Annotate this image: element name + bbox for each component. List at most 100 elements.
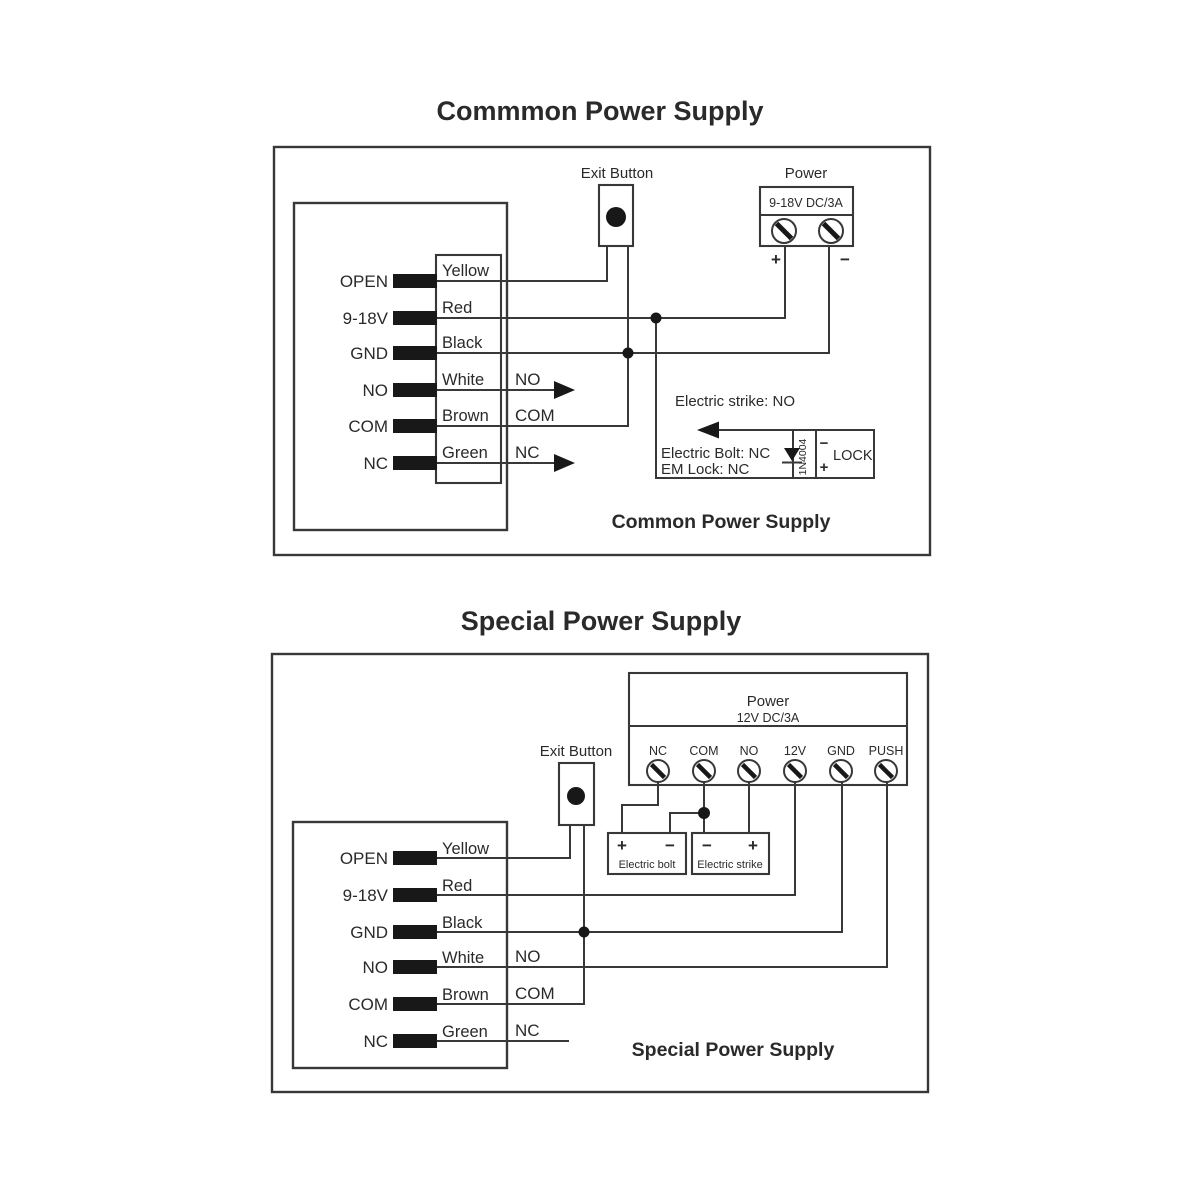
screw-terminal-icon: [818, 218, 844, 244]
electric-strike-label: Electric strike: [697, 859, 762, 871]
electric-bolt-body: [606, 831, 688, 876]
exit-button-label: Exit Button: [540, 743, 613, 760]
terminal-label: OPEN: [340, 272, 388, 291]
exit-button-label: Exit Button: [581, 165, 654, 182]
power-rating: 9-18V DC/3A: [769, 196, 843, 210]
special-power-supply: Power 12V DC/3A: [627, 671, 909, 787]
diode-part-number: 1N4004: [797, 438, 809, 475]
power-body: [627, 671, 909, 787]
wire-color-label: Brown: [442, 986, 489, 1004]
junction-dot: [650, 312, 662, 324]
terminal-pin: [393, 456, 437, 470]
strike-note: Electric strike: NO: [675, 393, 795, 410]
terminal-label: NO: [363, 381, 389, 400]
common-wire-red: [394, 243, 786, 319]
terminal-pin: [393, 383, 437, 397]
wire-color-label: Red: [442, 299, 472, 317]
wire-color-label: Yellow: [442, 262, 489, 280]
power-terminal-label: NC: [649, 744, 667, 758]
power-rating: 12V DC/3A: [737, 711, 800, 725]
relay-no-label: NO: [515, 370, 541, 389]
terminal-label: COM: [348, 995, 388, 1014]
power-label: Power: [747, 693, 790, 710]
terminal-label: NC: [363, 454, 388, 473]
terminal-pin: [393, 851, 437, 865]
power-terminal-label: PUSH: [869, 744, 904, 758]
wire-color-label: Green: [442, 1023, 488, 1041]
junction-dot: [578, 926, 590, 938]
no-arrow-icon: [554, 381, 575, 399]
common-power-supply-diagram: Commmon Power Supply OPEN 9-18V GND NO C…: [272, 96, 932, 557]
special-title: Special Power Supply: [461, 606, 742, 636]
common-controller-box: [292, 201, 509, 532]
wire-color-label: White: [442, 949, 484, 967]
terminal-pin: [393, 997, 437, 1011]
push-button-icon: [606, 207, 626, 227]
junction-dot: [622, 347, 634, 359]
terminal-pin: [393, 419, 437, 433]
terminal-label: 9-18V: [343, 309, 389, 328]
lock-label: LOCK: [833, 448, 873, 464]
power-terminal-label: COM: [689, 744, 718, 758]
common-wire-color-box: [434, 253, 503, 485]
special-controller-box: [291, 820, 509, 1070]
relay-com-label: COM: [515, 984, 555, 1003]
relay-nc-label: NC: [515, 1021, 540, 1040]
special-wire-red-12v: [394, 775, 796, 896]
special-wire-black-gnd: [394, 775, 843, 933]
strike-plus: +: [748, 836, 758, 855]
special-power-supply-diagram: Special Power Supply Power 12V DC/3A NC …: [270, 606, 930, 1094]
screw-terminal-icon: [783, 759, 807, 783]
screw-terminal-icon: [692, 759, 716, 783]
terminal-pin: [393, 888, 437, 902]
power-terminal-label: 12V: [784, 744, 807, 758]
electric-strike-device: − + Electric strike: [690, 831, 771, 876]
common-title: Commmon Power Supply: [436, 96, 763, 126]
common-wire-black: [394, 243, 830, 354]
bolt-minus: −: [665, 836, 675, 855]
bolt-minus-wire: [669, 812, 705, 834]
power-label: Power: [785, 165, 828, 182]
wire-color-label: Yellow: [442, 840, 489, 858]
nc-to-bolt-wire: [621, 775, 659, 834]
nc-arrow-icon: [554, 454, 575, 472]
push-button-icon: [567, 787, 585, 805]
terminal-label: NO: [363, 958, 389, 977]
exit-button: Exit Button: [581, 165, 654, 248]
wire-color-label: Black: [442, 334, 483, 352]
power-terminal-label: GND: [827, 744, 855, 758]
special-outer-border: [270, 652, 930, 1094]
screw-terminal-icon: [829, 759, 853, 783]
special-wire-yellow: [394, 824, 571, 859]
terminal-pin: [393, 274, 437, 288]
special-wire-white-push: [394, 775, 888, 968]
terminal-label: NC: [363, 1032, 388, 1051]
terminal-label: 9-18V: [343, 886, 389, 905]
screw-terminal-icon: [646, 759, 670, 783]
exit-button: Exit Button: [540, 743, 613, 827]
relay-no-label: NO: [515, 947, 541, 966]
relay-nc-label: NC: [515, 443, 540, 462]
screw-terminal-icon: [874, 759, 898, 783]
terminal-pin: [393, 311, 437, 325]
junction-dot: [698, 807, 710, 819]
terminal-pin: [393, 346, 437, 360]
common-wire-yellow: [394, 245, 608, 282]
common-lock-branch-wire: [655, 317, 875, 479]
diode-icon: [784, 448, 800, 461]
terminal-label: GND: [350, 344, 388, 363]
relay-com-label: COM: [515, 406, 555, 425]
bolt-note: Electric Bolt: NC: [661, 445, 770, 462]
terminal-label: COM: [348, 417, 388, 436]
electric-strike-body: [690, 831, 771, 876]
wire-color-label: White: [442, 371, 484, 389]
electric-bolt-device: + − Electric bolt: [606, 831, 688, 876]
screw-terminal-icon: [771, 218, 797, 244]
terminal-pin: [393, 960, 437, 974]
terminal-label: GND: [350, 923, 388, 942]
em-lock-note: EM Lock: NC: [661, 461, 750, 478]
wire-color-label: Brown: [442, 407, 489, 425]
wire-color-label: Green: [442, 444, 488, 462]
common-outer-border: [272, 145, 932, 557]
